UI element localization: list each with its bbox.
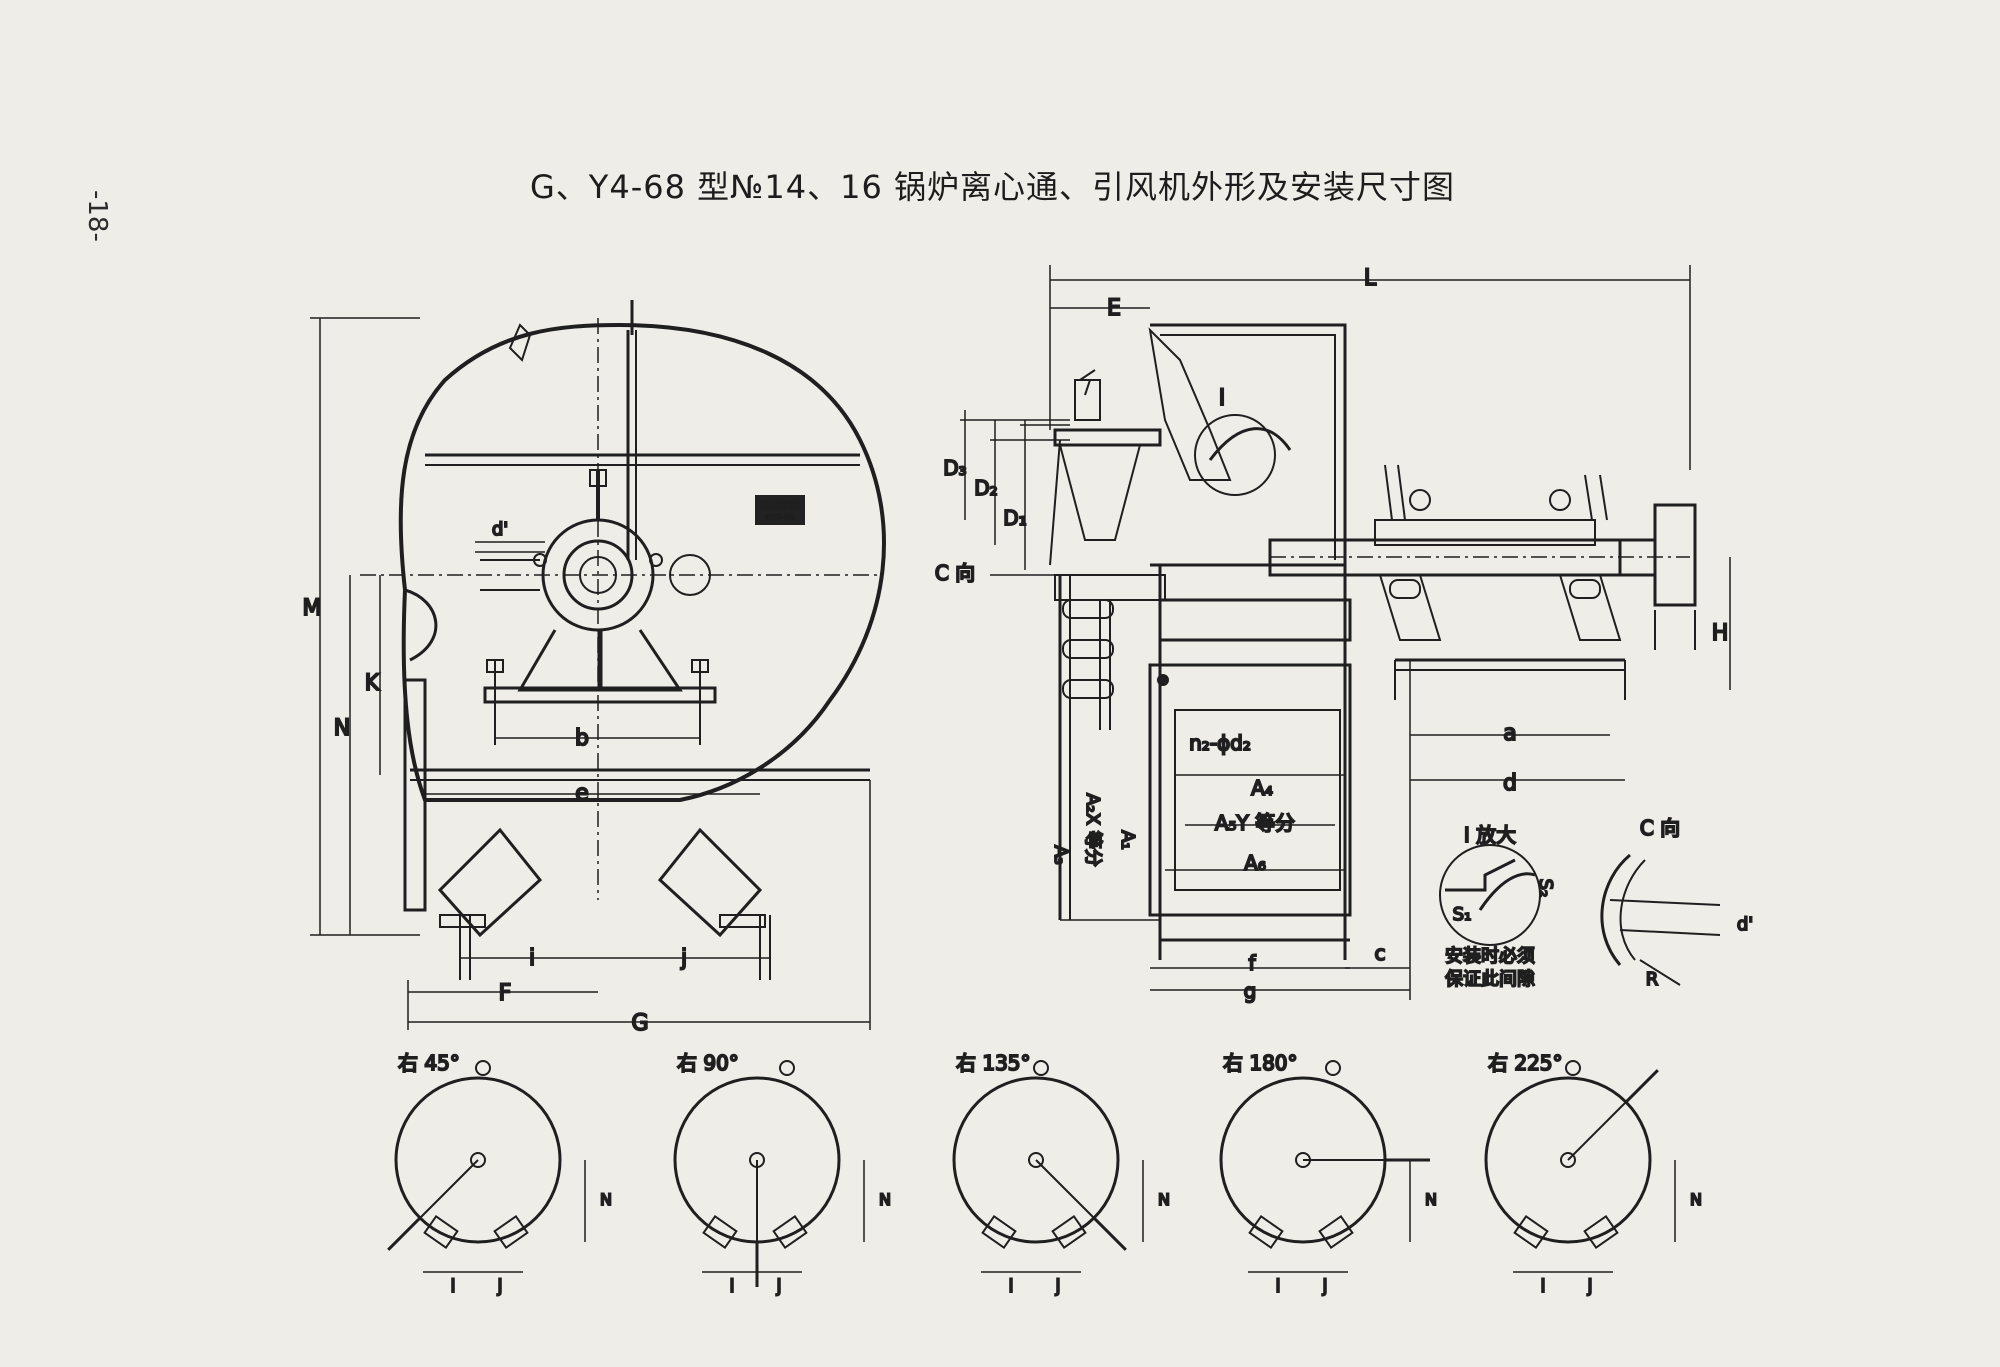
rotation-label: 右 135° [956,1051,1031,1075]
nameplate [755,495,805,525]
rotation-i-label: i [729,1276,734,1297]
rotation-i-label: i [1275,1276,1280,1297]
detail-I: I 放大 S₁ S₂ 安装时必须 保证此间隙 [1439,822,1557,991]
front-view: 离心通风机 GY4-68 [302,300,886,1037]
label-D3: D₃ [943,456,966,480]
label-D2: D₂ [974,476,997,500]
rotation-i-label: i [1540,1276,1545,1297]
label-A6: A₆ [1244,851,1266,875]
detail-I-S2: S₂ [1535,879,1556,898]
rotation-variant: 右 135° Ni j [952,1050,1171,1298]
rotation-N-label: N [1690,1190,1702,1209]
label-e: e [575,781,589,806]
rotation-j-label: j [496,1276,502,1297]
label-L: L [1364,266,1377,291]
label-F: F [499,981,512,1006]
rotation-variant: 右 90° Ni j [673,1050,892,1298]
label-d-prime: d' [492,519,508,540]
label-g: g [1244,979,1257,1003]
rotation-i-label: i [1008,1276,1013,1297]
detail-C-d-prime: d' [1737,914,1753,935]
rotation-variant: 右 45° Ni j [387,1050,613,1298]
detail-C: C 向 R d' [1600,815,1754,991]
label-a: a [1503,721,1516,746]
label-n2-phi-d2: n₂-ϕd₂ [1189,731,1251,755]
rotation-N-label: N [1158,1190,1170,1209]
housing-outline [398,322,886,802]
rotation-N-label: N [600,1190,612,1209]
rotation-N-label: N [879,1190,891,1209]
drawing-title: G、Y4-68 型№14、16 锅炉离心通、引风机外形及安装尺寸图 [530,168,1456,206]
rotation-label: 右 90° [677,1051,739,1075]
nameplate-line2: GY4-68 [766,513,795,522]
rotation-label: 右 45° [398,1051,460,1075]
detail-C-R: R [1646,969,1659,990]
rotation-j-label: j [1054,1276,1060,1297]
label-H: H [1712,621,1729,646]
rotation-label: 右 180° [1223,1051,1298,1075]
rotation-j-label: j [1586,1276,1592,1297]
rotation-j-label: j [1321,1276,1327,1297]
rotation-variant: 右 225° Ni j [1484,1050,1703,1298]
label-b: b [575,726,589,751]
label-c: c [1375,941,1386,965]
label-A2X: A₂X 等分 [1082,793,1103,867]
side-view: L E I [934,265,1731,1004]
nameplate-line1: 离心通风机 [760,500,800,510]
rotation-label: 右 225° [1488,1051,1563,1075]
label-c-dir: C 向 [935,561,975,585]
label-N: N [334,716,350,741]
label-D1: D₁ [1003,506,1026,530]
rotation-variant: 右 180° Ni j [1219,1050,1438,1298]
label-I: I [1219,386,1226,411]
label-G: G [631,1011,648,1036]
label-A5Y: A₅Y 等分 [1215,811,1295,835]
detail-I-S1: S₁ [1453,904,1472,925]
detail-I-title: I 放大 [1464,823,1516,847]
label-j: j [680,946,687,971]
label-A1: A₁ [1117,830,1138,850]
label-d: d [1503,771,1517,796]
detail-I-note-2: 保证此间隙 [1445,969,1535,990]
label-A4: A₄ [1251,776,1273,800]
detail-I-note-1: 安装时必须 [1445,946,1535,967]
rotation-N-label: N [1425,1190,1437,1209]
rotation-j-label: j [775,1276,781,1297]
rotation-i-label: i [450,1276,455,1297]
label-K: K [365,671,380,696]
label-f: f [1248,951,1256,975]
label-i: i [529,946,535,971]
label-E: E [1107,296,1121,321]
label-M: M [303,596,322,621]
label-A3: A₃ [1050,845,1071,865]
detail-C-title: C 向 [1640,816,1680,840]
